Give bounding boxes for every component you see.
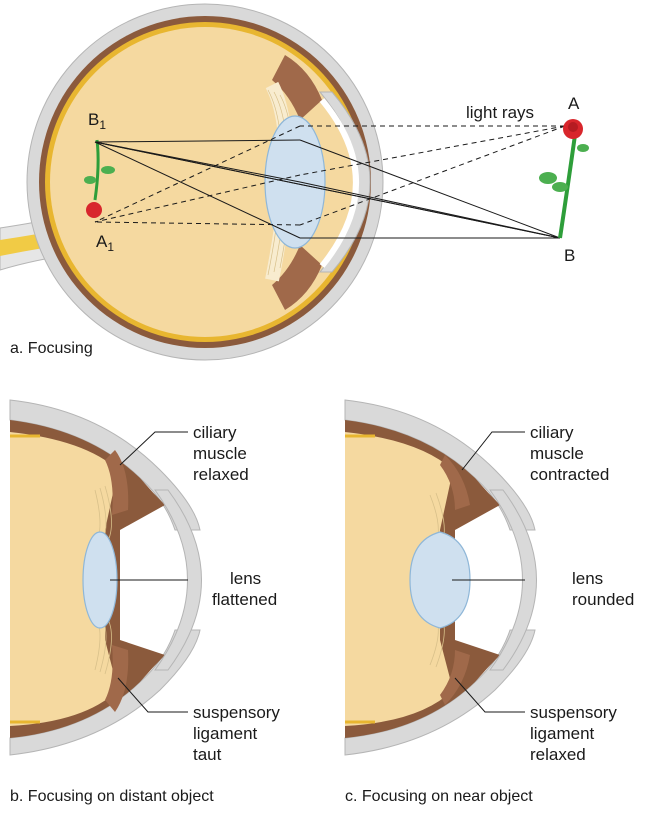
caption-c: c. Focusing on near object xyxy=(345,788,533,806)
b-ligament-label: suspensory ligament taut xyxy=(193,702,280,765)
b-ciliary-label: ciliary muscle relaxed xyxy=(193,422,249,485)
object-leaf-1 xyxy=(539,172,557,184)
caption-a: a. Focusing xyxy=(10,340,93,358)
panel-b-eye xyxy=(10,400,202,755)
panel-a-eye xyxy=(0,4,589,360)
c-ligament-line-2: ligament xyxy=(530,723,617,744)
point-a1-label: A1 xyxy=(96,232,114,257)
c-lens-label: lens rounded xyxy=(572,568,634,610)
b1-base: B xyxy=(88,110,99,129)
b-ciliary-line-3: relaxed xyxy=(193,464,249,485)
b-ciliary-line-1: ciliary xyxy=(193,422,249,443)
b-lens-label: lens flattened xyxy=(212,568,277,610)
c-ciliary-line-3: contracted xyxy=(530,464,609,485)
point-a-label: A xyxy=(568,94,579,114)
b-ligament-line-2: ligament xyxy=(193,723,280,744)
object-leaf-3 xyxy=(577,144,589,152)
c-ciliary-line-2: muscle xyxy=(530,443,609,464)
c-lens-line-1: lens xyxy=(572,568,634,589)
panel-c-eye xyxy=(345,400,537,755)
retina-image-leaf-1 xyxy=(101,166,115,174)
b-lens-line-1: lens xyxy=(212,568,277,589)
b-ligament-line-1: suspensory xyxy=(193,702,280,723)
b-ligament-line-3: taut xyxy=(193,744,280,765)
a1-sub: 1 xyxy=(107,240,114,254)
point-b1-label: B1 xyxy=(88,110,106,135)
light-rays-label: light rays xyxy=(466,102,534,123)
b-lens-line-2: flattened xyxy=(212,589,277,610)
b-ciliary-line-2: muscle xyxy=(193,443,249,464)
retina-image-leaf-2 xyxy=(84,176,96,184)
c-lens-line-2: rounded xyxy=(572,589,634,610)
object-leaf-2 xyxy=(552,182,568,192)
c-ciliary-line-1: ciliary xyxy=(530,422,609,443)
retina-image-rose xyxy=(86,202,102,218)
object-rose-inner xyxy=(568,122,578,132)
c-ligament-line-1: suspensory xyxy=(530,702,617,723)
a1-base: A xyxy=(96,232,107,251)
b1-sub: 1 xyxy=(99,118,106,132)
caption-b: b. Focusing on distant object xyxy=(10,788,214,806)
c-ligament-line-3: relaxed xyxy=(530,744,617,765)
lens-a xyxy=(265,116,325,248)
c-ligament-label: suspensory ligament relaxed xyxy=(530,702,617,765)
point-b-label: B xyxy=(564,246,575,266)
c-ciliary-label: ciliary muscle contracted xyxy=(530,422,609,485)
